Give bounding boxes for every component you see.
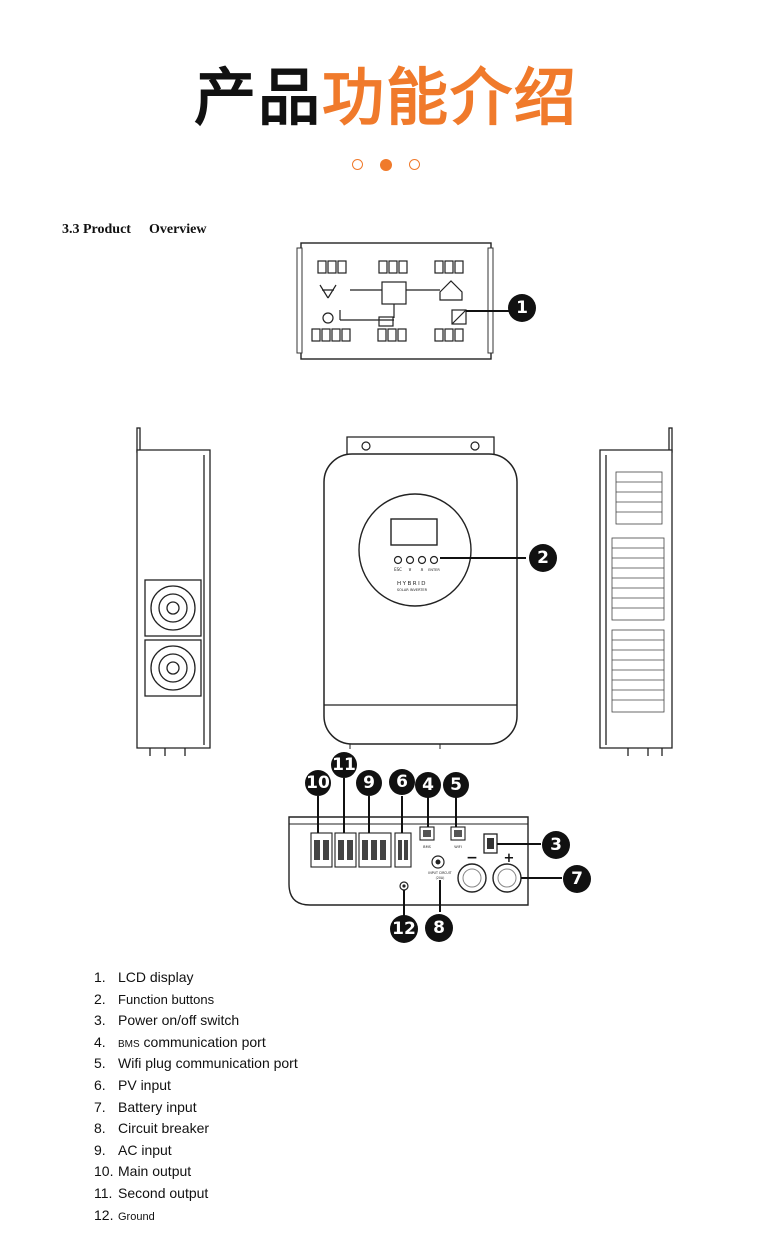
legend-prefix: BMS bbox=[118, 1038, 140, 1050]
callout-9-label: 9 bbox=[363, 773, 375, 793]
right-side-view bbox=[599, 427, 673, 756]
legend-number: 8. bbox=[94, 1120, 106, 1137]
callout-6-label: 6 bbox=[396, 772, 408, 792]
legend-item: 3. Power on/off switch bbox=[94, 1011, 494, 1033]
legend-number: 11. bbox=[94, 1184, 113, 1201]
legend-number: 9. bbox=[94, 1141, 106, 1158]
callout-8: 8 bbox=[425, 914, 453, 942]
title-black-part: 产品 bbox=[193, 61, 322, 134]
callout-2-label: 2 bbox=[537, 548, 549, 568]
callout-7-label: 7 bbox=[571, 869, 583, 889]
callout-4: 4 bbox=[415, 772, 441, 798]
bms-port-label: BMS bbox=[423, 845, 431, 849]
legend-item: 8. Circuit breaker bbox=[94, 1119, 494, 1141]
legend-text: AC input bbox=[118, 1141, 172, 1158]
component-legend: 1. LCD display 2. Function buttons 3. Power… bbox=[94, 968, 494, 1227]
pager-dot-1 bbox=[351, 159, 363, 170]
legend-text: Wifi plug communication port bbox=[118, 1055, 298, 1072]
legend-item: 10.Main output bbox=[94, 1162, 494, 1184]
legend-number: 10. bbox=[94, 1163, 114, 1180]
page-title: 产品功能介绍 bbox=[0, 62, 772, 134]
legend-item: 6. PV input bbox=[94, 1076, 494, 1098]
legend-item: 9. AC input bbox=[94, 1141, 494, 1163]
button-label-esc: ESC bbox=[394, 567, 402, 572]
callout-10: 10 bbox=[305, 770, 331, 796]
section-heading: 3.3 Product Overview bbox=[62, 222, 207, 238]
legend-item: 12. Ground bbox=[94, 1206, 494, 1228]
callout-7: 7 bbox=[563, 865, 591, 893]
legend-number: 2. bbox=[94, 990, 106, 1007]
legend-text: communication port bbox=[139, 1033, 266, 1050]
legend-text: Battery input bbox=[118, 1098, 197, 1115]
legend-number: 7. bbox=[94, 1098, 106, 1115]
button-label-down: ∨ bbox=[408, 567, 412, 573]
breaker-label-line1: INPUT CIRCUIT bbox=[428, 871, 451, 875]
section-title-a: Product bbox=[83, 222, 131, 237]
legend-text: Circuit breaker bbox=[118, 1120, 210, 1137]
legend-item: 4. BMS communication port bbox=[94, 1033, 494, 1055]
button-label-up: ∧ bbox=[420, 567, 424, 573]
legend-item: 1. LCD display bbox=[94, 968, 494, 990]
callout-11: 11 bbox=[331, 752, 357, 778]
legend-number: 5. bbox=[94, 1055, 106, 1072]
callout-1-label: 1 bbox=[516, 298, 528, 318]
panel-brand-line2: SOLAR INVERTER bbox=[397, 588, 428, 592]
callout-12: 12 bbox=[390, 915, 418, 943]
title-orange-part: 功能介绍 bbox=[322, 61, 579, 134]
legend-text: Main output bbox=[118, 1163, 192, 1180]
bottom-view: BMS WIFI INPUT CIRCUIT (20A) − + bbox=[288, 778, 562, 917]
pager-dot-3 bbox=[409, 159, 421, 170]
pager-dot-2 bbox=[380, 158, 392, 171]
callout-4-label: 4 bbox=[422, 775, 434, 795]
callout-9: 9 bbox=[356, 770, 382, 796]
front-view: ESC ∨ ∧ ENTER HYBRID SOLAR INVERTER bbox=[323, 436, 526, 749]
callout-1: 1 bbox=[508, 294, 536, 322]
battery-minus-label: − bbox=[466, 850, 478, 866]
legend-number: 4. bbox=[94, 1033, 106, 1050]
lcd-display-closeup bbox=[296, 242, 510, 360]
callout-5: 5 bbox=[443, 772, 469, 798]
legend-number: 1. bbox=[94, 969, 106, 985]
legend-text: Function buttons bbox=[118, 991, 215, 1007]
legend-number: 12. bbox=[94, 1206, 114, 1223]
legend-text: LCD display bbox=[118, 969, 194, 985]
wifi-port-label: WIFI bbox=[454, 845, 462, 849]
callout-8-label: 8 bbox=[433, 918, 445, 938]
legend-item: 7. Battery input bbox=[94, 1098, 494, 1120]
battery-plus-label: + bbox=[504, 851, 515, 866]
button-label-enter: ENTER bbox=[428, 568, 440, 572]
legend-number: 6. bbox=[94, 1076, 106, 1093]
legend-number: 3. bbox=[94, 1012, 106, 1029]
section-number: 3.3 bbox=[62, 222, 80, 237]
section-title-b: Overview bbox=[148, 222, 207, 237]
callout-3-label: 3 bbox=[550, 835, 562, 855]
legend-item: 2. Function buttons bbox=[94, 990, 494, 1012]
callout-3: 3 bbox=[542, 831, 570, 859]
legend-text: Second output bbox=[118, 1184, 209, 1201]
legend-text: Ground bbox=[118, 1210, 155, 1223]
legend-item: 11. Second output bbox=[94, 1184, 494, 1206]
callout-12-label: 12 bbox=[392, 919, 416, 939]
pager-dots bbox=[0, 154, 772, 173]
legend-text: PV input bbox=[118, 1076, 171, 1093]
panel-brand-line1: HYBRID bbox=[397, 581, 427, 587]
callout-5-label: 5 bbox=[450, 775, 462, 795]
left-side-view bbox=[136, 427, 211, 756]
callout-11-label: 11 bbox=[332, 755, 356, 775]
callout-6: 6 bbox=[389, 769, 415, 795]
breaker-label-line2: (20A) bbox=[436, 876, 445, 880]
callout-10-label: 10 bbox=[306, 773, 330, 793]
legend-item: 5. Wifi plug communication port bbox=[94, 1054, 494, 1076]
callout-2: 2 bbox=[529, 544, 557, 572]
legend-text: Power on/off switch bbox=[118, 1012, 240, 1029]
